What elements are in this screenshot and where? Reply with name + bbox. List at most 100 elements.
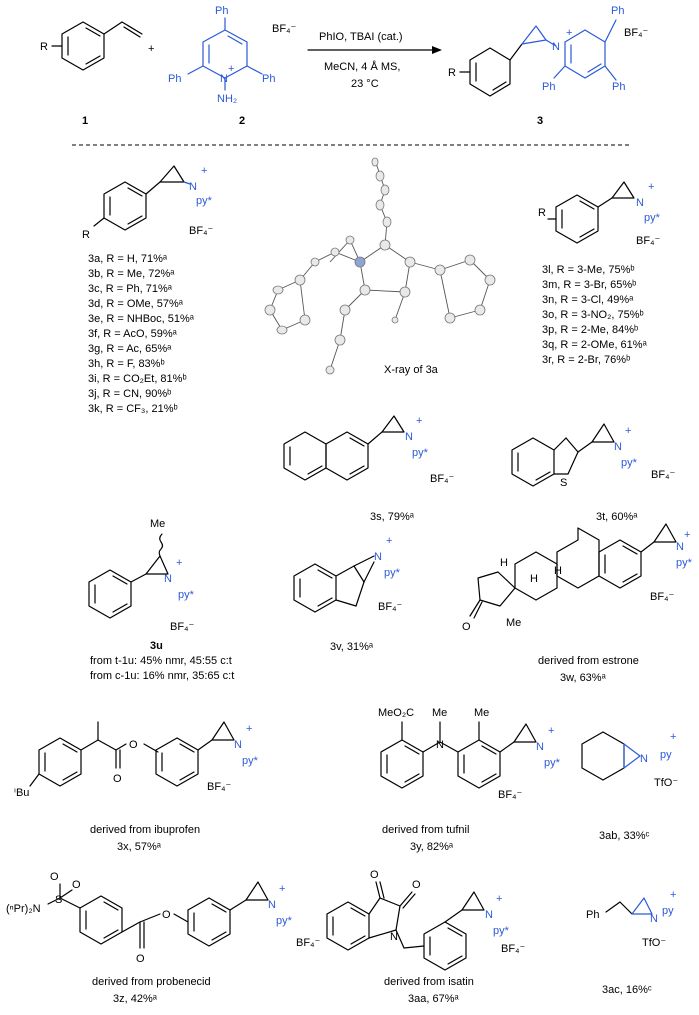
list-3a-3k: 3a, R = H, 71%ᵃ 3b, R = Me, 72%ᵃ 3c, R =…: [88, 253, 195, 415]
list-item-3r: 3r, R = 2-Br, 76%ᵇ: [542, 354, 630, 366]
charge-3w: +: [684, 529, 690, 541]
structure-3ab: [581, 731, 641, 781]
yield-3s: 3s, 79%ᵃ: [370, 511, 415, 523]
py-3z: py*: [276, 915, 293, 927]
structure-3a-3k: [93, 165, 191, 231]
aziridinyl-pyridinium-product: R N + Ph Ph Ph BF₄⁻: [448, 5, 649, 97]
r-label-3l: R: [538, 207, 546, 219]
charge-3y: +: [548, 725, 554, 737]
pyridinium-reagent: Ph Ph Ph N + NH₂ BF₄⁻: [168, 5, 297, 105]
label-3u: 3u: [150, 640, 163, 652]
py-3aa: py*: [493, 925, 510, 937]
tetrafluoroborate-label: BF₄⁻: [272, 23, 297, 35]
aziridine-n-3t: N: [614, 441, 622, 453]
yield-3y: 3y, 82%ᵃ: [410, 841, 454, 853]
structure-3x: [29, 721, 235, 787]
aziridine-n-3ab: N: [640, 753, 648, 765]
amine-n-3y: N: [436, 739, 444, 751]
structure-3s: [283, 415, 405, 481]
list-item-3m: 3m, R = 3-Br, 65%ᵇ: [542, 279, 636, 291]
py-3ac: py: [662, 905, 674, 917]
list-item-3q: 3q, R = 2-OMe, 61%ᵃ: [542, 339, 648, 351]
ketone-o-3w: O: [462, 621, 471, 633]
aziridine-n-3ac: N: [650, 913, 658, 925]
bf4-3w: BF₄⁻: [650, 591, 675, 603]
bf4-3x: BF₄⁻: [207, 781, 232, 793]
sulfur-3z: S: [55, 894, 62, 906]
aziridine-n-3l: N: [636, 197, 644, 209]
reaction-arrow: [307, 46, 442, 54]
conditions-reagents: PhIO, TBAI (cat.): [319, 31, 403, 43]
structure-3l-3r: [547, 181, 635, 244]
note-3z: derived from probenecid: [92, 976, 211, 988]
ester-3y: MeO₂C: [378, 707, 414, 719]
list-item-3p: 3p, R = 2-Me, 84%ᵇ: [542, 324, 638, 336]
bf4-3z: BF₄⁻: [296, 937, 321, 949]
py-3ab: py: [660, 749, 672, 761]
list-item-3f: 3f, R = AcO, 59%ᵃ: [88, 328, 178, 340]
sulfonyl-o-3z-1: O: [50, 871, 59, 883]
py-3v: py*: [384, 567, 401, 579]
structure-3t: [511, 423, 615, 487]
phenyl-top-label: Ph: [215, 5, 228, 17]
bf4-3t: BF₄⁻: [651, 469, 676, 481]
py-3s: py*: [412, 447, 429, 459]
dipropylamine-3z: (ⁿPr)₂N: [6, 903, 41, 915]
yield-3x: 3x, 57%ᵃ: [117, 841, 162, 853]
bf4-3s: BF₄⁻: [430, 473, 455, 485]
yield-3z: 3z, 42%ᵃ: [113, 993, 158, 1005]
amide-o-3aa: O: [412, 879, 421, 891]
styrene-reactant: R: [40, 21, 143, 71]
isobutyl-3x: ⁱBu: [14, 787, 29, 799]
yield-3w: 3w, 63%ᵃ: [560, 672, 607, 684]
py-3w: py*: [676, 557, 693, 569]
charge-3z: +: [279, 883, 285, 895]
charge-3a: +: [201, 165, 207, 177]
n-methyl-3y: Me: [432, 707, 447, 719]
bf4-3v: BF₄⁻: [378, 601, 403, 613]
note-3aa: derived from isatin: [384, 976, 474, 988]
yield-3ab: 3ab, 33%ᶜ: [599, 830, 649, 842]
yield-3ac: 3ac, 16%ᶜ: [602, 984, 652, 996]
list-item-3a: 3a, R = H, 71%ᵃ: [88, 253, 168, 265]
list-item-3l: 3l, R = 3-Me, 75%ᵇ: [542, 264, 635, 276]
bf4-3u: BF₄⁻: [170, 621, 195, 633]
ester-o-3x: O: [129, 739, 138, 751]
r-substituent-label: R: [40, 41, 48, 53]
charge-3ac: +: [670, 889, 676, 901]
ester-o-3z: O: [162, 909, 171, 921]
aziridine-n-3z: N: [268, 899, 276, 911]
aryl-methyl-3y: Me: [474, 707, 489, 719]
py-3t: py*: [621, 457, 638, 469]
note-3y: derived from tufnil: [382, 824, 469, 836]
list-item-3b: 3b, R = Me, 72%ᵃ: [88, 268, 175, 280]
amino-label: NH₂: [217, 93, 237, 105]
aziridine-n-3u: N: [164, 573, 172, 585]
product-counterion: BF₄⁻: [624, 27, 649, 39]
note-3x: derived from ibuprofen: [90, 824, 200, 836]
aziridine-n-label: N: [552, 41, 560, 53]
phenyl-left-label: Ph: [168, 73, 181, 85]
pyridinium-charge: +: [228, 63, 234, 75]
list-item-3c: 3c, R = Ph, 71%ᵃ: [88, 283, 173, 295]
benzyl-3ac: Ph: [586, 909, 599, 921]
h-label-3w-1: H: [530, 573, 538, 585]
aziridine-n-3w: N: [676, 541, 684, 553]
charge-3u: +: [176, 557, 182, 569]
structure-3y: [380, 721, 537, 789]
conditions-solvent: MeCN, 4 Å MS,: [324, 60, 400, 73]
pyridinium-n-label: N: [220, 73, 228, 85]
note-3w: derived from estrone: [538, 655, 639, 667]
tfo-3ac: TfO⁻: [642, 937, 666, 949]
yield-3aa: 3aa, 67%ᵃ: [408, 993, 459, 1005]
product-3-label: 3: [537, 115, 543, 127]
bf4-3a: BF₄⁻: [189, 225, 214, 237]
list-item-3i: 3i, R = CO₂Et, 81%ᵇ: [88, 373, 187, 385]
sulfonyl-o-3z-2: O: [72, 879, 81, 891]
structure-3v: [293, 555, 375, 613]
charge-3ab: +: [670, 731, 676, 743]
list-item-3o: 3o, R = 3-NO₂, 75%ᵇ: [542, 309, 644, 321]
xray-caption: X-ray of 3a: [384, 364, 439, 376]
aziridine-n-3aa: N: [485, 909, 493, 921]
py-3y: py*: [544, 757, 561, 769]
